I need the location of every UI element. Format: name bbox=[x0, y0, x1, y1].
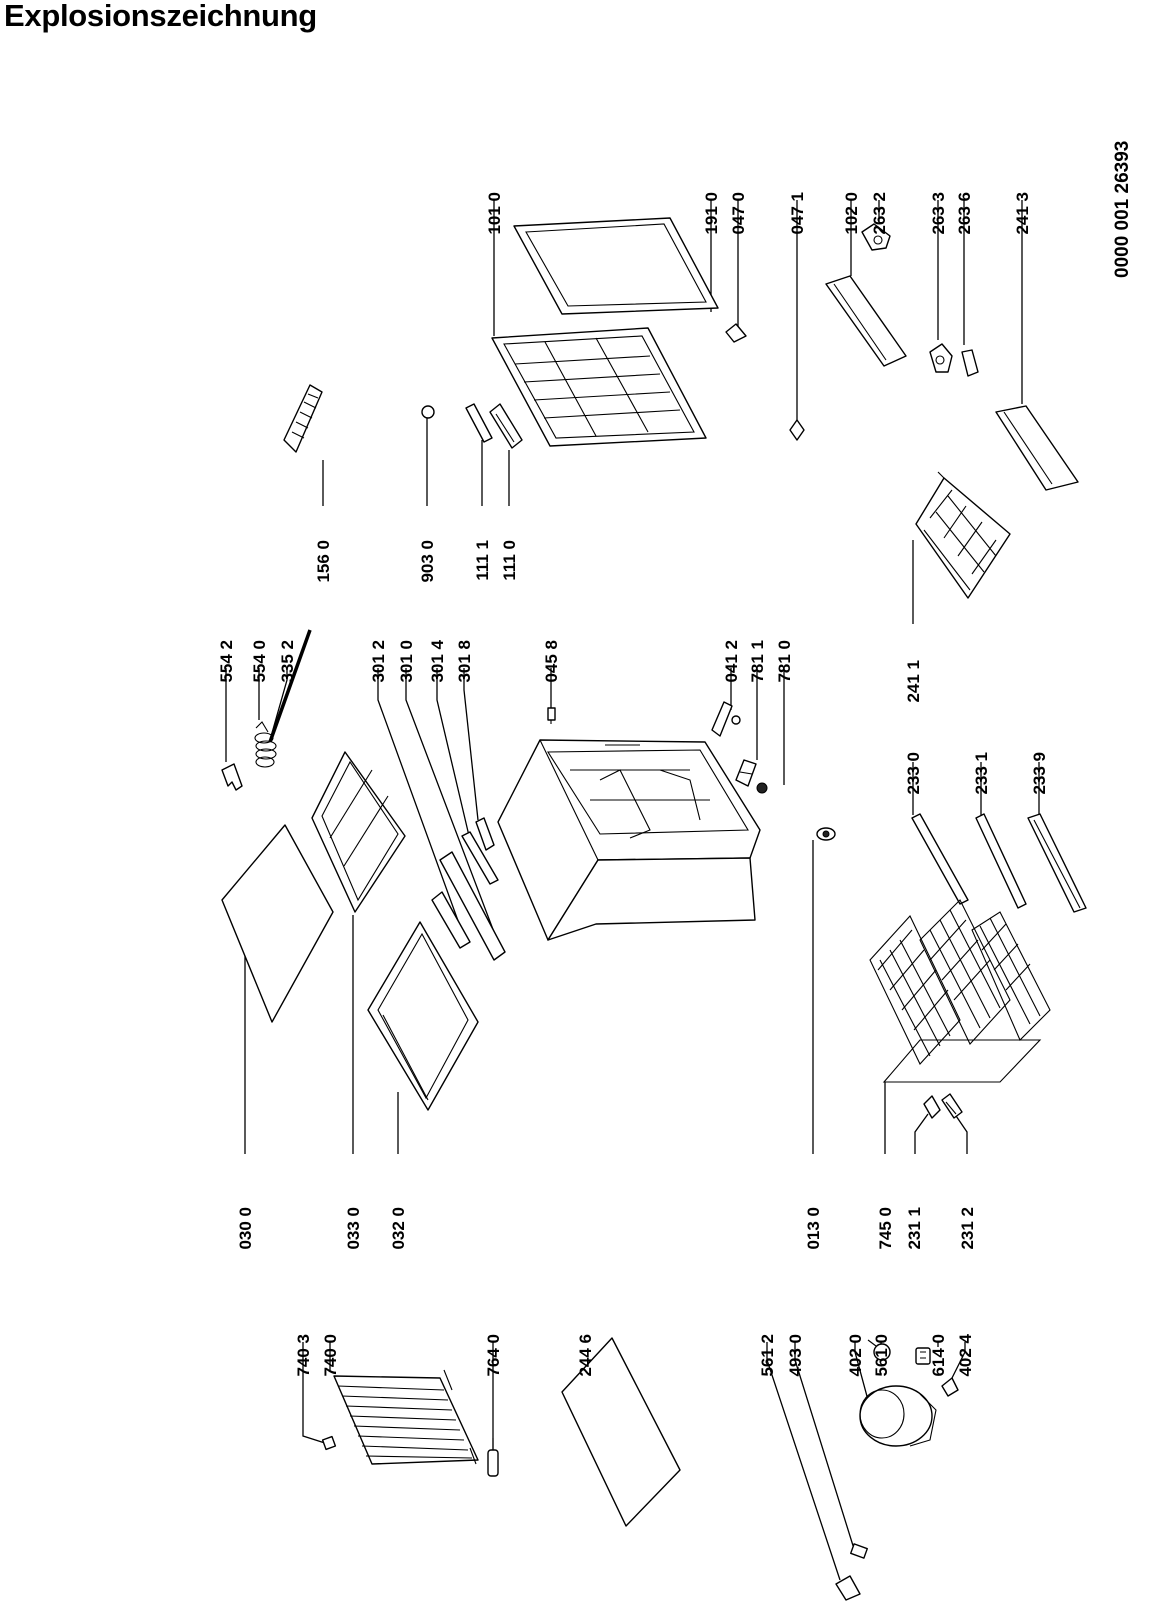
label-111-0: 111 0 bbox=[500, 540, 519, 581]
part-335-2-drawing bbox=[268, 629, 312, 743]
part-047-1-drawing bbox=[789, 419, 805, 441]
part-labels: 554 2 554 0 335 2 301 2 301 0 301 4 301 … bbox=[217, 192, 1049, 1377]
label-156-0: 156 0 bbox=[314, 540, 333, 583]
label-781-1: 781 1 bbox=[748, 640, 767, 683]
cabinet-drawing bbox=[497, 739, 761, 941]
label-111-1: 111 1 bbox=[473, 540, 492, 581]
page-title: Explosionszeichnung bbox=[4, 0, 317, 33]
label-263-2: 263 2 bbox=[870, 192, 889, 235]
label-301-0: 301 0 bbox=[397, 640, 416, 683]
part-263-3-drawing bbox=[929, 343, 953, 373]
part-263-6-drawing bbox=[961, 349, 979, 377]
label-764-0: 764 0 bbox=[484, 1334, 503, 1377]
label-233-9: 233 9 bbox=[1030, 752, 1049, 795]
label-263-6: 263 6 bbox=[955, 192, 974, 235]
part-drawings bbox=[221, 217, 1087, 1601]
document-number: 0000 001 26393 bbox=[1112, 141, 1133, 278]
label-047-0: 047 0 bbox=[729, 192, 748, 235]
label-402-0: 402 0 bbox=[846, 1334, 865, 1377]
label-231-2: 231 2 bbox=[958, 1207, 977, 1250]
label-244-6: 244 6 bbox=[576, 1334, 595, 1377]
part-263-2-drawing bbox=[861, 223, 891, 251]
part-045-8-drawing bbox=[547, 707, 556, 724]
label-740-3: 740 3 bbox=[294, 1334, 313, 1377]
label-614-0: 614 0 bbox=[929, 1334, 948, 1377]
label-554-0: 554 0 bbox=[250, 640, 269, 683]
label-231-1: 231 1 bbox=[905, 1207, 924, 1250]
label-781-0: 781 0 bbox=[775, 640, 794, 683]
part-740-3-drawing bbox=[321, 1435, 337, 1451]
part-241-3-drawing bbox=[995, 405, 1079, 491]
part-102-0-drawing bbox=[825, 275, 907, 367]
label-554-2: 554 2 bbox=[217, 640, 236, 683]
label-233-1: 233 1 bbox=[972, 752, 991, 795]
label-047-1: 047 1 bbox=[788, 192, 807, 235]
part-041-2-drawing bbox=[711, 701, 741, 737]
part-561-2-drawing bbox=[835, 1575, 861, 1601]
label-561-0: 561 0 bbox=[872, 1334, 891, 1377]
label-032-0: 032 0 bbox=[389, 1207, 408, 1250]
label-041-2: 041 2 bbox=[722, 640, 741, 683]
part-781-1-drawing bbox=[735, 759, 757, 787]
part-764-0-drawing bbox=[487, 1438, 499, 1477]
part-493-0-drawing bbox=[850, 1543, 868, 1559]
part-301-drawings bbox=[431, 817, 506, 961]
part-101-0-drawing bbox=[491, 327, 707, 447]
label-033-0: 033 0 bbox=[344, 1207, 363, 1250]
part-233-0-drawing bbox=[911, 813, 969, 905]
part-233-1-drawing bbox=[975, 813, 1027, 909]
label-263-3: 263 3 bbox=[929, 192, 948, 235]
label-903-0: 903 0 bbox=[418, 540, 437, 583]
part-233-9-drawing bbox=[1027, 813, 1087, 913]
label-191-0: 191 0 bbox=[702, 192, 721, 235]
label-301-2: 301 2 bbox=[369, 640, 388, 683]
label-045-8: 045 8 bbox=[542, 640, 561, 683]
label-493-0: 493 0 bbox=[786, 1334, 805, 1377]
part-244-6-drawing bbox=[561, 1337, 681, 1527]
label-740-0: 740 0 bbox=[321, 1334, 340, 1377]
part-781-0-drawing bbox=[756, 782, 768, 794]
label-561-2: 561 2 bbox=[758, 1334, 777, 1377]
label-745-0: 745 0 bbox=[876, 1207, 895, 1250]
part-032-0-drawing bbox=[367, 921, 479, 1111]
part-191-0-drawing bbox=[513, 217, 719, 315]
part-614-0-drawing bbox=[915, 1347, 931, 1365]
label-301-8: 301 8 bbox=[455, 640, 474, 683]
label-301-4: 301 4 bbox=[428, 639, 447, 682]
part-554-2-drawing bbox=[221, 763, 243, 791]
leader-lines bbox=[225, 200, 1040, 1581]
label-101-0: 101 0 bbox=[485, 192, 504, 235]
label-241-1: 241 1 bbox=[904, 660, 923, 703]
part-740-0-drawing bbox=[333, 1369, 479, 1465]
part-241-1-drawing bbox=[915, 471, 1011, 599]
part-561-0-drawing bbox=[867, 1339, 891, 1361]
part-047-0-drawing bbox=[725, 323, 747, 343]
label-233-0: 233 0 bbox=[904, 752, 923, 795]
part-402-4-drawing bbox=[941, 1377, 959, 1397]
part-030-0-drawing bbox=[221, 824, 334, 1023]
label-013-0: 013 0 bbox=[804, 1207, 823, 1250]
part-033-0-drawing bbox=[311, 751, 406, 913]
part-156-0-drawing bbox=[283, 384, 323, 453]
part-903-0-drawing bbox=[421, 405, 435, 419]
part-111-1-drawing bbox=[465, 403, 493, 443]
part-745-0-drawing bbox=[869, 899, 1051, 1083]
label-402-4: 402 4 bbox=[956, 1333, 975, 1376]
part-402-0-drawing bbox=[859, 1385, 937, 1447]
label-102-0: 102 0 bbox=[842, 192, 861, 235]
part-231-1-drawing bbox=[923, 1095, 941, 1119]
part-013-0-drawing bbox=[816, 827, 836, 841]
part-231-2-drawing bbox=[941, 1093, 963, 1119]
part-111-0-drawing bbox=[489, 403, 523, 449]
label-241-3: 241 3 bbox=[1013, 192, 1032, 235]
label-030-0: 030 0 bbox=[236, 1207, 255, 1250]
label-335-2: 335 2 bbox=[278, 640, 297, 683]
